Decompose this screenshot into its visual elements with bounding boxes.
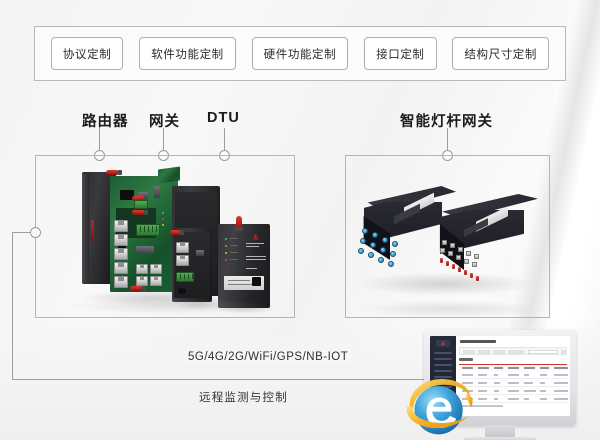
- device-group-smart-pole-gateways: [352, 180, 542, 300]
- line-left-bus-stub: [12, 232, 31, 233]
- dtu-antenna: [236, 216, 242, 230]
- dashboard-pagination[interactable]: [459, 405, 503, 407]
- device-gateway-small: [170, 228, 228, 310]
- terminal-block: [136, 224, 160, 236]
- node-left-bus: [30, 227, 41, 238]
- dashboard-search-input[interactable]: [528, 350, 558, 354]
- stem-dtu: [224, 128, 225, 152]
- customization-chip-protocol[interactable]: 协议定制: [50, 37, 124, 70]
- table-header-row: [459, 364, 568, 371]
- line-bottom-horizontal: [12, 379, 440, 380]
- device-shadow-pole-gateways: [356, 272, 534, 296]
- customization-chip-hardware[interactable]: 硬件功能定制: [251, 37, 349, 70]
- customization-chip-structure[interactable]: 结构尺寸定制: [452, 37, 549, 70]
- reflection-right: [360, 300, 540, 318]
- table-row: [459, 372, 568, 379]
- stem-gateway: [163, 128, 164, 152]
- stem-router: [99, 128, 100, 152]
- reflection-left: [70, 298, 270, 314]
- dashboard-logo: [436, 340, 450, 347]
- antenna-connector: [106, 170, 119, 175]
- customization-chip-software[interactable]: 软件功能定制: [139, 37, 236, 70]
- line-left-vertical: [12, 232, 13, 380]
- table-row: [459, 380, 568, 387]
- device-pole-gateway-b: [430, 192, 540, 292]
- category-label-dtu: DTU: [207, 110, 240, 126]
- category-label-gateway: 网关: [149, 114, 180, 130]
- device-dtu-module: [212, 216, 278, 314]
- monitor-foot: [464, 437, 536, 440]
- caption-network-technologies: 5G/4G/2G/WiFi/GPS/NB-IOT: [182, 351, 355, 363]
- device-pole-gateway-a: [352, 180, 460, 280]
- dashboard-table: [459, 364, 568, 403]
- dashboard-main: [456, 336, 570, 416]
- dashboard-title: [460, 340, 496, 343]
- dashboard-toolbar[interactable]: [459, 347, 567, 355]
- stem-smart-pole-gateway: [447, 128, 448, 152]
- dashboard-section-label: [459, 358, 473, 361]
- customization-chip-interface[interactable]: 接口定制: [364, 37, 437, 70]
- customization-bar: 协议定制 软件功能定制 硬件功能定制 接口定制 结构尺寸定制: [34, 26, 566, 81]
- monitor-neck: [485, 425, 515, 439]
- category-label-router: 路由器: [82, 114, 129, 130]
- caption-remote-monitoring: 远程监测与控制: [199, 392, 288, 404]
- internet-explorer-icon: [404, 372, 476, 440]
- panel-right-devices: [345, 155, 550, 318]
- device-router-pcb: [106, 166, 182, 300]
- category-label-smart-pole-gateway: 智能灯杆网关: [400, 114, 493, 130]
